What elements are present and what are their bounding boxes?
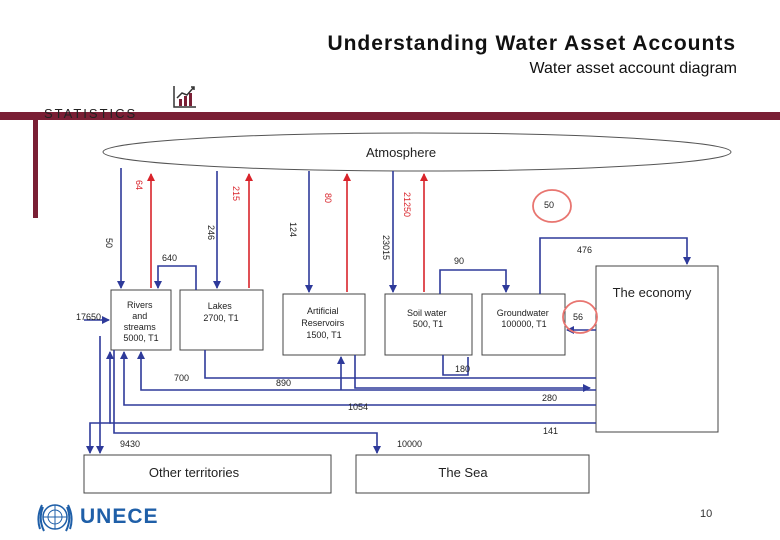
flow-label-56-circled: 56 [573, 312, 583, 322]
header-divider [0, 112, 780, 120]
rivers-to-sea-arrow [113, 350, 381, 454]
economy-to-rivers-arrow [137, 351, 596, 391]
flow-label-215: 215 [231, 186, 241, 201]
rivers-label: Rivers and streams 5000, T1 [123, 300, 158, 343]
flow-label-124: 124 [288, 222, 298, 237]
flow-label-180: 180 [455, 364, 470, 374]
flow-label-90: 90 [454, 256, 464, 266]
economy-to-rivers-280-arrow [120, 351, 596, 406]
groundwater-box [481, 293, 566, 356]
section-label: STATISTICS [44, 106, 138, 121]
economy-box [595, 265, 719, 433]
sea-box [355, 454, 590, 494]
economy-label: The economy [613, 285, 692, 300]
flow-label-141: 141 [543, 426, 558, 436]
flow-label-23015: 23015 [381, 235, 391, 260]
soil-to-groundwater-arrow [439, 269, 510, 294]
lakes-to-economy-arrow [204, 350, 596, 379]
lakes-box [179, 289, 264, 351]
lakes-to-rivers-arrow [154, 265, 197, 290]
flow-label-640: 640 [162, 253, 177, 263]
other-territories-label: Other territories [149, 465, 240, 480]
groundwater-1054-arrow [354, 355, 591, 392]
atmosphere-label: Atmosphere [366, 145, 436, 160]
slide-subtitle: Water asset account diagram [529, 60, 738, 77]
reservoirs-box [282, 293, 366, 356]
flow-label-17650: 17650 [76, 312, 101, 322]
left-accent-bar [33, 112, 38, 218]
slide-title: Understanding Water Asset Accounts [327, 32, 736, 55]
un-emblem-icon [37, 504, 73, 532]
flow-label-21250: 21250 [402, 192, 412, 217]
flow-label-700: 700 [174, 373, 189, 383]
soil-water-label: Soil water 500, T1 [407, 308, 449, 329]
flow-label-890: 890 [276, 378, 291, 388]
rivers-box [110, 289, 172, 351]
economy-to-other-territories-9430-arrow [86, 422, 111, 454]
unece-logo-text: UNECE [80, 505, 159, 528]
sea-label: The Sea [438, 465, 488, 480]
flow-label-476: 476 [577, 245, 592, 255]
highlight-circle-50 [532, 189, 572, 223]
atmosphere-ellipse [102, 132, 732, 172]
groundwater-to-economy-arrow [539, 237, 691, 294]
flow-label-1054: 1054 [348, 402, 368, 412]
page-number: 10 [700, 508, 713, 520]
flow-label-80: 80 [323, 193, 333, 203]
flow-label-10000: 10000 [397, 439, 422, 449]
lakes-label: Lakes 2700, T1 [203, 301, 238, 323]
flow-label-50: 50 [104, 238, 114, 248]
flow-label-280: 280 [542, 393, 557, 403]
soil-to-economy-arrow [442, 355, 469, 376]
flow-label-50-circled: 50 [544, 200, 554, 210]
groundwater-label: Groundwater 100000, T1 [497, 308, 552, 329]
soil-water-box [384, 293, 473, 356]
flow-label-246: 246 [206, 225, 216, 240]
other-territories-box [83, 454, 332, 494]
flow-label-9430: 9430 [120, 439, 140, 449]
statistics-chart-icon [173, 86, 196, 108]
reservoirs-label: Artificial Reservoirs 1500, T1 [301, 306, 347, 340]
flow-label-64: 64 [134, 180, 144, 190]
highlight-circle-56 [562, 300, 598, 334]
